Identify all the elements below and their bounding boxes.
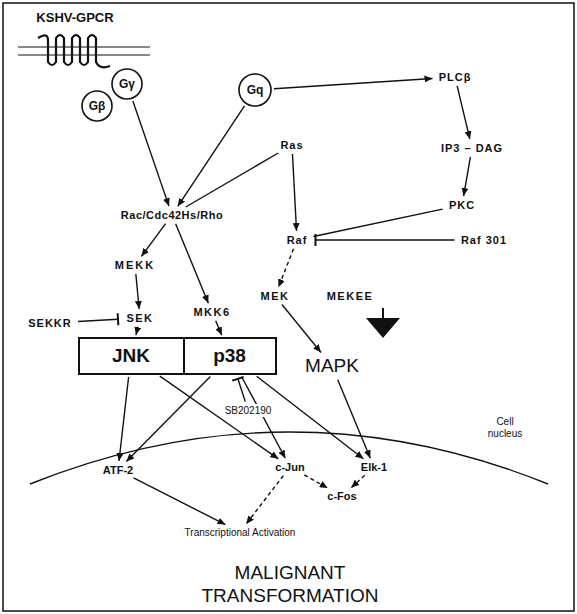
activation-arrow: [242, 377, 286, 458]
triangle-stem: [382, 308, 384, 318]
node-text: c-Jun: [275, 461, 304, 473]
activation-arrow: [282, 305, 321, 353]
protein-name: SEK: [122, 311, 158, 325]
activation-arrow: [160, 376, 278, 459]
activation-arrow: [141, 224, 165, 257]
transcription-factor: ATF-2: [99, 463, 138, 477]
activation-arrow: [257, 376, 364, 459]
kinase-box: p38: [185, 337, 277, 375]
outcome-heading: MALIGNANT TRANSFORMATION: [165, 562, 415, 608]
node-text: IP3 – DAG: [441, 142, 503, 154]
activation-arrow: [186, 153, 279, 207]
node-text: SEKKR: [28, 317, 72, 329]
membrane-line: [18, 54, 150, 55]
node-text: Rac/Cdc42Hs/Rho: [121, 209, 223, 221]
node-text: MAPK: [305, 355, 359, 377]
node-text: Ras: [280, 139, 303, 151]
transcription-factor: c-Jun: [271, 460, 309, 474]
inhibition-line: [316, 239, 455, 240]
g-protein-circle: Gγ: [111, 68, 143, 100]
activation-arrow: [136, 274, 139, 309]
protein-name: MEKK: [111, 258, 160, 272]
activation-arrow: [126, 376, 210, 461]
inhibition-bar: [315, 234, 317, 246]
protein-name: MKK6: [189, 305, 235, 319]
inhibitor-name: Raf 301: [457, 233, 512, 247]
protein-name: PLCβ: [435, 70, 476, 84]
inhibition-line: [78, 319, 118, 321]
activation-arrow: [351, 475, 365, 487]
inhibition-bar: [117, 313, 120, 325]
activation-arrow: [313, 209, 442, 236]
node-text: p38: [213, 345, 246, 367]
inhibition-bar: [232, 377, 243, 381]
node-text: Gβ: [89, 99, 106, 113]
activation-arrow: [464, 157, 471, 196]
g-protein-circle: Gq: [238, 73, 272, 107]
mutant-name: MEKEE: [323, 289, 378, 303]
kinase-name: MAPK: [301, 354, 363, 378]
activation-arrow: [133, 101, 169, 206]
receptor-label: KSHV-GPCR: [36, 10, 113, 26]
activation-arrow: [216, 321, 222, 335]
node-text: JNK: [112, 345, 150, 367]
node-text: MEKK: [115, 259, 155, 271]
node-text: PKC: [449, 199, 475, 211]
protein-name: Ras: [276, 138, 308, 152]
node-text: PLCβ: [439, 71, 472, 83]
activation-arrow: [134, 478, 226, 525]
protein-name: PKC: [445, 198, 480, 212]
node-text: Raf: [287, 234, 308, 246]
activation-arrow: [246, 476, 283, 524]
activation-arrow: [176, 224, 209, 303]
activation-arrow: [338, 380, 371, 458]
node-text: SEK: [126, 312, 153, 324]
node-text: SB202190: [225, 405, 272, 416]
transcription-factor: Elk-1: [357, 460, 392, 474]
activation-arrow: [457, 86, 470, 139]
membrane-line: [18, 46, 150, 47]
protein-name: MEK: [257, 289, 294, 303]
second-messenger: IP3 – DAG: [437, 141, 508, 155]
triangle-symbol: [366, 318, 400, 338]
activation-arrow: [136, 327, 138, 335]
node-text: MKK6: [193, 306, 230, 318]
node-text: Gγ: [119, 77, 135, 91]
node-text: Transcriptional Activation: [185, 527, 296, 538]
node-text: Raf 301: [461, 234, 507, 246]
activation-arrow: [178, 106, 245, 207]
node-text: c-Fos: [327, 490, 356, 502]
node-text: MEKEE: [327, 290, 374, 302]
figure-frame: [3, 3, 574, 611]
outcome-text: Transcriptional Activation: [181, 526, 300, 539]
activation-arrow: [304, 475, 327, 488]
mutant-name: SEKKR: [24, 316, 76, 330]
kinase-box: JNK: [78, 337, 185, 375]
activation-arrow: [274, 78, 433, 88]
node-text: ATF-2: [103, 464, 133, 476]
receptor-symbol: [38, 35, 110, 67]
node-text: MEK: [261, 290, 290, 302]
protein-name: Rac/Cdc42Hs/Rho: [117, 208, 228, 222]
inhibitor-name: SB202190: [221, 404, 276, 417]
compartment-label: Cell nucleus: [479, 416, 531, 440]
node-text: Elk-1: [361, 461, 387, 473]
protein-name: Raf: [283, 233, 312, 247]
activation-arrow: [119, 377, 129, 461]
node-text: Gq: [247, 83, 264, 97]
transcription-factor: c-Fos: [323, 489, 361, 503]
activation-arrow: [278, 249, 293, 287]
g-protein-circle: Gβ: [81, 90, 113, 122]
nucleus-membrane: [30, 432, 548, 484]
activation-arrow: [292, 154, 296, 231]
